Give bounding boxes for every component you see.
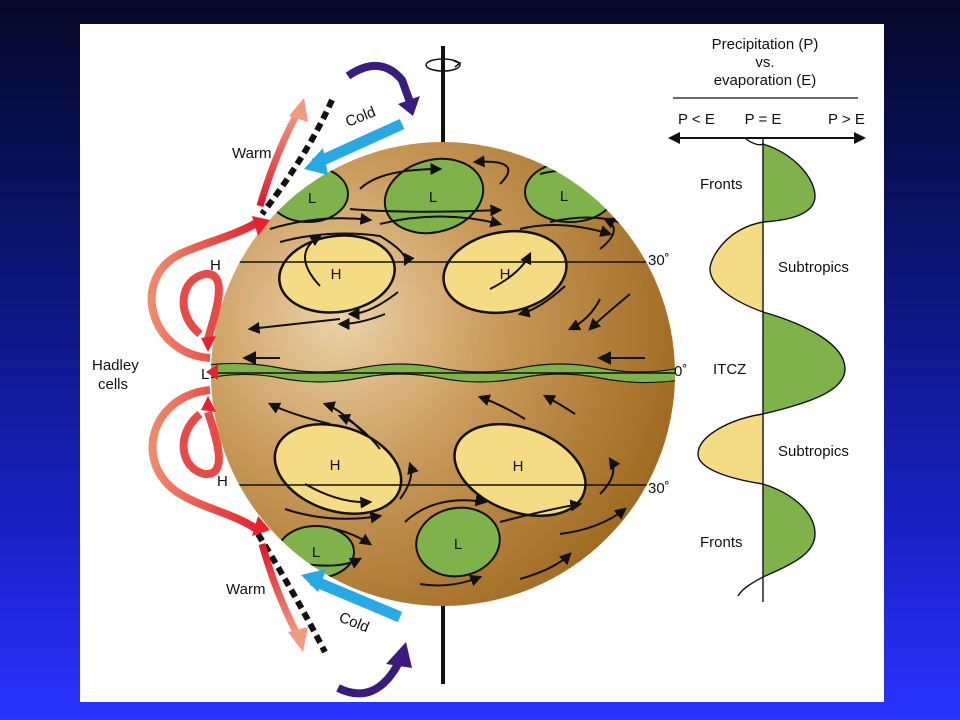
precip-evap-panel: Precipitation (P) vs. evaporation (E) P … xyxy=(668,36,866,602)
cold-label-north: Cold xyxy=(343,103,378,130)
cold-arrow-north xyxy=(304,118,405,175)
warm-arrow-south xyxy=(258,543,308,652)
wind-arrows xyxy=(242,155,645,587)
axis-label-left: P < E xyxy=(678,111,715,128)
cold-label-south: Cold xyxy=(337,609,372,636)
warm-arrow-north xyxy=(256,98,308,207)
high-label: H xyxy=(513,458,524,475)
zone-label: Fronts xyxy=(700,534,743,551)
panel-title: vs. xyxy=(755,54,774,71)
latitude-label-30s: 30˚ xyxy=(648,480,670,497)
general-circulation-diagram: H H H H L L L L L 30˚ 0˚ 30˚ xyxy=(92,36,866,698)
overturning-arrows xyxy=(336,61,414,698)
low-label: L xyxy=(454,536,462,553)
globe: H H H H L L L L L xyxy=(211,142,675,606)
hadley-cells-label: cells xyxy=(98,376,128,393)
zone-label: ITCZ xyxy=(713,361,746,378)
polar-front-north xyxy=(259,98,335,216)
axis-label-center: P = E xyxy=(745,111,782,128)
high-label: H xyxy=(500,266,511,283)
cold-arrow-south xyxy=(301,569,403,623)
high-pressure-cell xyxy=(453,422,587,518)
low-pressure-cell xyxy=(383,157,485,235)
warm-label-south: Warm xyxy=(226,581,265,598)
hadley-cells xyxy=(147,218,261,534)
low-pressure-cell xyxy=(415,506,501,578)
high-pressure-cell xyxy=(278,234,396,314)
low-label: L xyxy=(429,189,437,206)
low-label: L xyxy=(312,544,320,561)
warm-label-north: Warm xyxy=(232,145,271,162)
rotation-icon xyxy=(425,58,461,72)
pe-curve xyxy=(697,137,846,597)
high-label-left: H xyxy=(210,257,221,274)
zone-label: Fronts xyxy=(700,176,743,193)
panel-title: Precipitation (P) xyxy=(712,36,819,53)
high-pressure-cell xyxy=(273,423,403,515)
zone-label: Subtropics xyxy=(778,443,849,460)
low-label: L xyxy=(560,188,568,205)
low-label: L xyxy=(308,190,316,207)
latitude-label-30n: 30˚ xyxy=(648,252,670,269)
latitude-label-equator: 0˚ xyxy=(674,363,687,380)
zone-label: Subtropics xyxy=(778,259,849,276)
axis-label-right: P > E xyxy=(828,111,865,128)
panel-title: evaporation (E) xyxy=(714,72,817,89)
diagram-slide: H H H H L L L L L 30˚ 0˚ 30˚ xyxy=(80,24,884,702)
low-pressure-cell xyxy=(524,161,616,223)
low-label-left: L xyxy=(201,366,209,383)
hadley-cells-label: Hadley xyxy=(92,357,139,374)
high-label: H xyxy=(331,266,342,283)
high-label: H xyxy=(330,457,341,474)
high-label-left: H xyxy=(217,473,228,490)
